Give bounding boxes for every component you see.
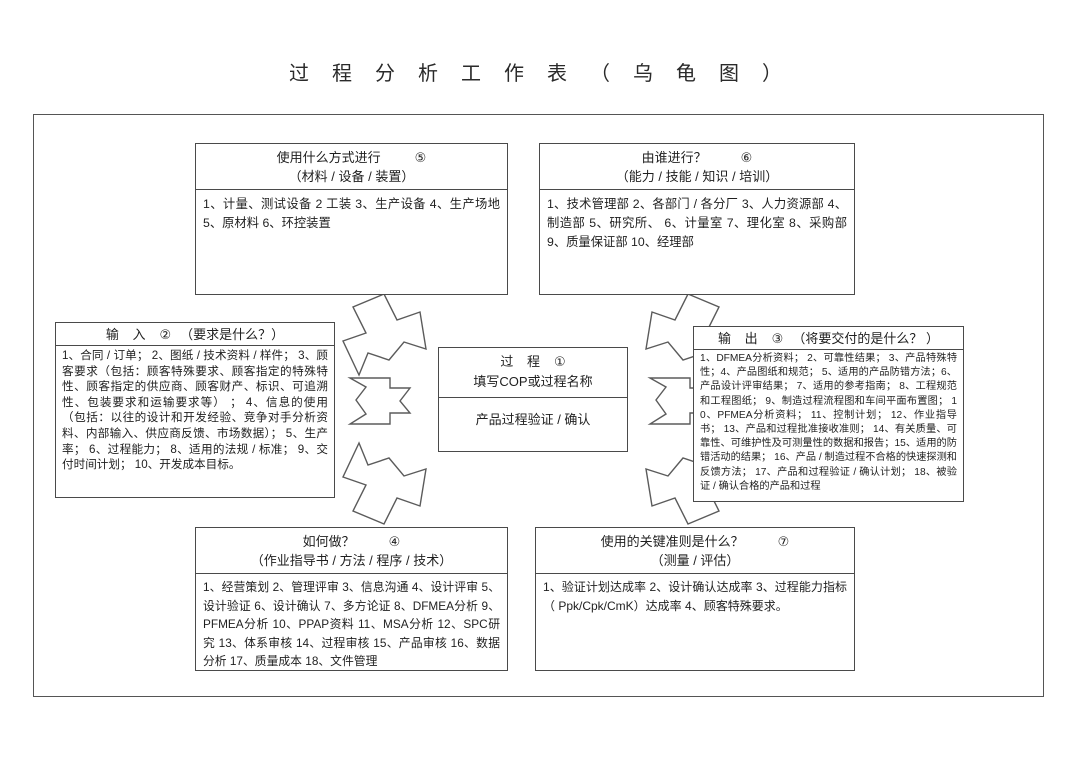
box-criteria-7[interactable]: 使用的关键准则是什么？⑦ （测量 / 评估） 1、验证计划达成率 2、设计确认达… [535,527,855,671]
box-input-body: 1、合同 / 订单； 2、图纸 / 技术资料 / 样件； 3、顾客要求（包括：顾… [62,349,328,472]
box-criteria-header-line2: （测量 / 评估） [650,553,740,568]
box-criteria-header-line1: 使用的关键准则是什么？⑦ [600,534,790,549]
box-method-header-line2: （材料 / 设备 / 装置） [288,169,415,184]
box-how-body: 1、经营策划 2、管理评审 3、信息沟通 4、设计评审 5、设计验证 6、设计确… [203,580,500,669]
box-who-header-line2: （能力 / 技能 / 知识 / 培训） [615,169,779,184]
box-who-header-line1: 由谁进行？⑥ [641,150,753,165]
box-criteria-body: 1、验证计划达成率 2、设计确认达成率 3、过程能力指标（ Ppk/Cpk/Cm… [543,580,847,613]
arrow-method-to-process-icon [342,293,427,377]
box-who-6[interactable]: 由谁进行？⑥ （能力 / 技能 / 知识 / 培训） 1、技术管理部 2、各部门… [539,143,855,295]
page-title: 过 程 分 析 工 作 表 （ 乌 龟 图 ） [289,63,791,85]
box-criteria-header: 使用的关键准则是什么？⑦ （测量 / 评估） [536,528,854,574]
box-process-body: 产品过程验证 / 确认 [475,412,591,427]
box-output-body: 1、DFMEA分析资料； 2、可靠性结果； 3、产品特殊特性；4、产品图纸和规范… [700,353,957,492]
box-how-header-line1: 如何做？④ [302,534,401,549]
box-how-header-line2: （作业指导书 / 方法 / 程序 / 技术） [250,553,453,568]
box-method-body: 1、计量、测试设备 2 工装 3、生产设备 4、生产场地 5、原材料 6、环控装… [203,197,500,230]
box-how-header: 如何做？④ （作业指导书 / 方法 / 程序 / 技术） [196,528,507,574]
box-process-header-line2: 填写COP或过程名称 [473,374,593,389]
box-how-4[interactable]: 如何做？④ （作业指导书 / 方法 / 程序 / 技术） 1、经营策划 2、管理… [195,527,508,671]
box-who-body: 1、技术管理部 2、各部门 / 各分厂 3、人力资源部 4、制造部 5、研究所、… [547,197,847,249]
arrow-input-to-process-icon [347,377,412,425]
arrow-how-to-process-icon [342,441,427,525]
box-who-header: 由谁进行？⑥ （能力 / 技能 / 知识 / 培训） [540,144,854,190]
